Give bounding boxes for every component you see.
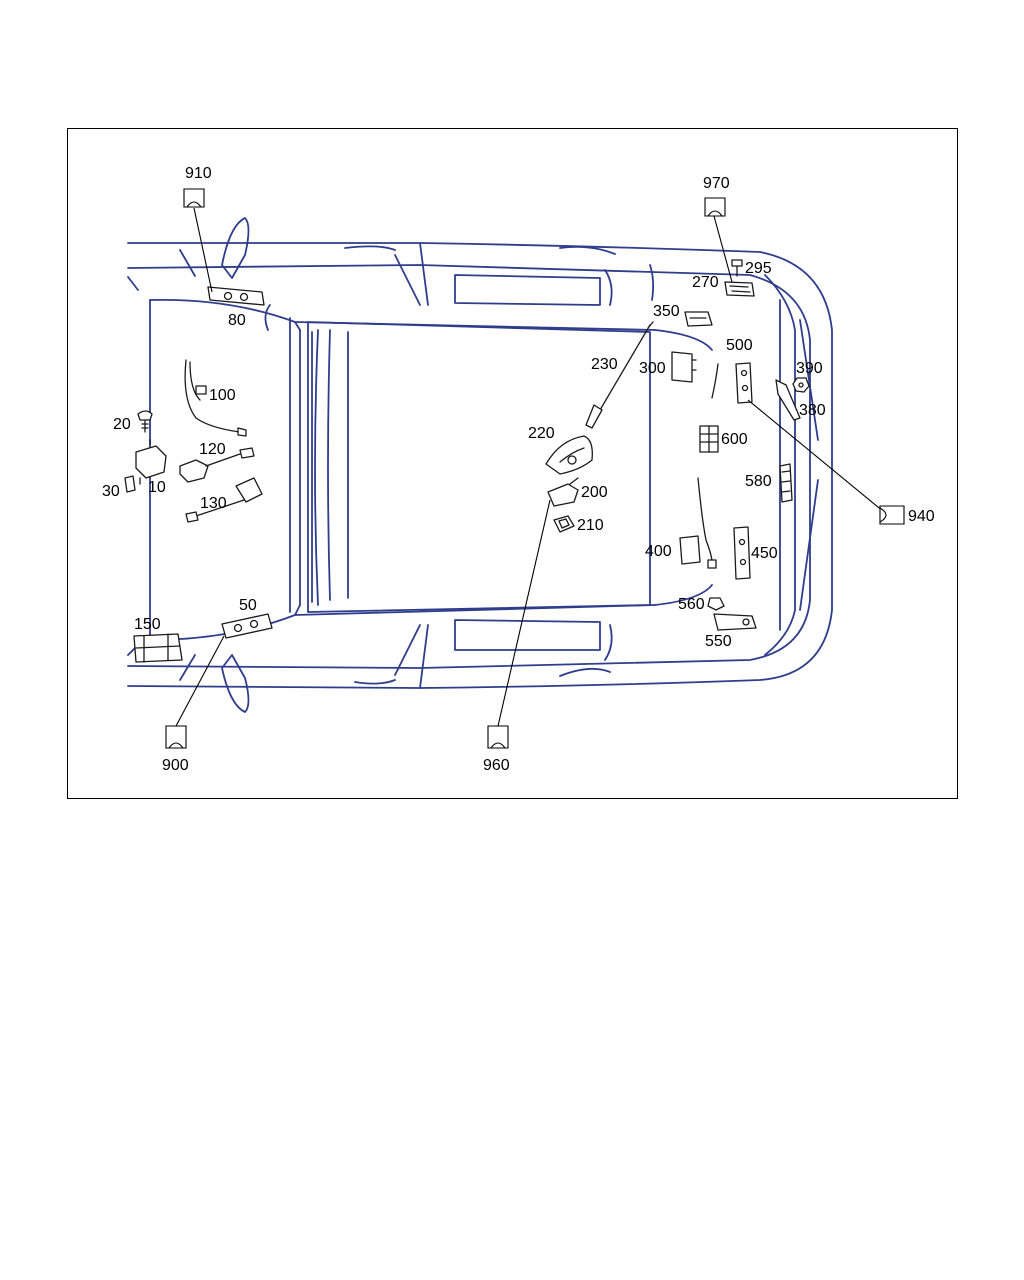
label-450: 450	[751, 545, 778, 562]
label-300: 300	[639, 360, 666, 377]
connector-910-icon	[183, 188, 205, 208]
part-350-connector	[684, 311, 713, 327]
label-400: 400	[645, 543, 672, 560]
label-30: 30	[102, 483, 120, 500]
label-295: 295	[745, 260, 772, 277]
label-80: 80	[228, 312, 246, 329]
label-20: 20	[113, 416, 131, 433]
part-labels: 910 970 295 270 80 350 230 500 300 390 3…	[102, 165, 935, 774]
label-600: 600	[721, 431, 748, 448]
label-560: 560	[678, 596, 705, 613]
label-970: 970	[703, 175, 730, 192]
connector-970-icon	[704, 197, 726, 217]
label-500: 500	[726, 337, 753, 354]
part-130-cable	[185, 477, 263, 523]
part-150-module	[133, 633, 183, 663]
diagram-frame	[67, 128, 958, 799]
part-10-module	[135, 439, 167, 485]
part-295-screw	[731, 259, 743, 277]
label-910: 910	[185, 165, 212, 182]
part-600-module	[699, 363, 719, 453]
part-270-bracket	[724, 281, 755, 297]
label-120: 120	[199, 441, 226, 458]
part-30-clip	[124, 475, 136, 493]
label-550: 550	[705, 633, 732, 650]
label-960: 960	[483, 757, 510, 774]
part-500-bar	[735, 362, 753, 404]
label-940: 940	[908, 508, 935, 525]
connector-940-icon	[879, 505, 905, 525]
label-50: 50	[239, 597, 257, 614]
label-390: 390	[796, 360, 823, 377]
connector-symbols	[165, 188, 905, 749]
part-450-bar	[733, 526, 751, 580]
part-300-module	[671, 351, 697, 383]
label-100: 100	[209, 387, 236, 404]
label-900: 900	[162, 757, 189, 774]
part-550-bracket	[713, 613, 757, 631]
leader-lines	[175, 207, 885, 727]
part-580-bracket	[779, 463, 793, 503]
label-10: 10	[148, 479, 166, 496]
label-220: 220	[528, 425, 555, 442]
part-20-bolt	[137, 410, 153, 433]
part-100-cable	[184, 359, 247, 437]
part-210-gasket	[553, 515, 575, 533]
label-580: 580	[745, 473, 772, 490]
part-400-module	[679, 477, 717, 569]
part-390-nut	[792, 377, 810, 393]
label-350: 350	[653, 303, 680, 320]
parts	[124, 259, 810, 663]
part-80-module	[207, 286, 265, 306]
label-130: 130	[200, 495, 227, 512]
label-150: 150	[134, 616, 161, 633]
label-230: 230	[591, 356, 618, 373]
part-560-nut	[707, 597, 725, 611]
part-120-antenna	[179, 447, 255, 483]
part-50-module	[221, 613, 273, 639]
connector-960-icon	[487, 725, 509, 749]
part-200-base	[547, 477, 579, 507]
part-380-bracket	[775, 379, 801, 421]
part-230-antenna-rod	[585, 321, 654, 429]
label-200: 200	[581, 484, 608, 501]
connector-900-icon	[165, 725, 187, 749]
part-220-roof-antenna	[545, 435, 593, 475]
label-270: 270	[692, 274, 719, 291]
label-210: 210	[577, 517, 604, 534]
label-380: 380	[799, 402, 826, 419]
